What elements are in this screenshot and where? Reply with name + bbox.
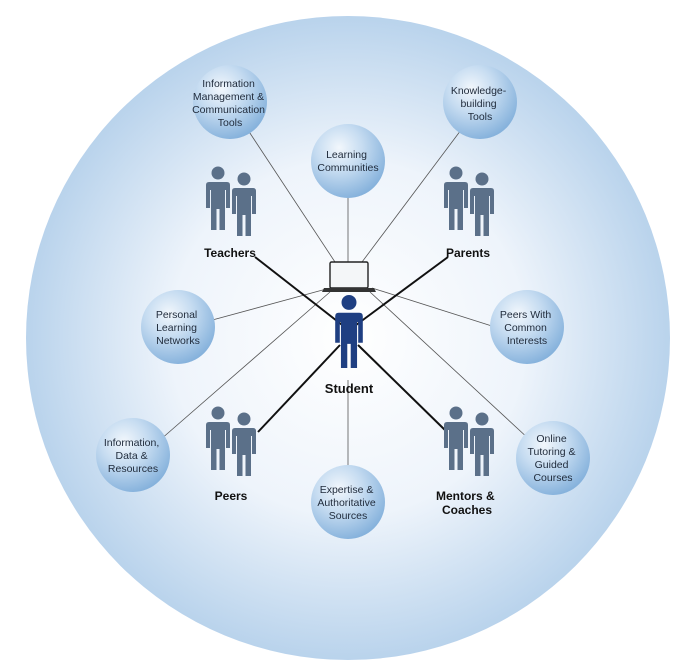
people-group-peers: Peers xyxy=(206,406,256,503)
resource-node-peers-interests: Peers With Common Interests xyxy=(490,290,564,364)
resource-node-knowledge: Knowledge- building Tools xyxy=(443,65,517,139)
resource-node-label: Peers With Common Interests xyxy=(500,309,554,347)
connector-parents xyxy=(351,256,449,329)
connector-info-data xyxy=(159,291,331,441)
connection-lines xyxy=(159,117,531,470)
resource-node-online-tutoring: Online Tutoring & Guided Courses xyxy=(516,421,590,495)
people-group-label: Mentors & Coaches xyxy=(436,489,498,517)
people-group-label: Teachers xyxy=(204,246,256,260)
resource-node-label: Online Tutoring & Guided Courses xyxy=(528,433,579,484)
connector-peers xyxy=(257,344,341,433)
connector-teachers xyxy=(254,256,347,329)
resource-node-label: Information Management & Communication T… xyxy=(192,78,268,129)
student-figure: Student xyxy=(325,294,374,396)
connector-online-tutoring xyxy=(369,291,531,441)
people-group-mentors: Mentors & Coaches xyxy=(436,406,498,517)
connector-info-mgmt xyxy=(239,117,336,263)
connector-personal-networks xyxy=(204,287,331,323)
people-group-parents: Parents xyxy=(444,166,494,260)
resource-node-learning-communities: Learning Communities xyxy=(311,124,385,198)
connector-peers-interests xyxy=(371,287,496,328)
resource-node-label: Personal Learning Networks xyxy=(156,309,200,347)
resource-node-expertise: Expertise & Authoritative Sources xyxy=(311,465,385,539)
people-group-teachers: Teachers xyxy=(204,166,256,260)
connector-mentors xyxy=(357,344,448,433)
resource-node-info-mgmt: Information Management & Communication T… xyxy=(192,65,268,139)
people-group-label: Parents xyxy=(446,246,490,260)
laptop-icon xyxy=(322,261,376,292)
resource-node-label: Expertise & Authoritative Sources xyxy=(317,484,378,522)
resource-node-personal-networks: Personal Learning Networks xyxy=(141,290,215,364)
connector-knowledge xyxy=(361,117,471,263)
resource-node-label: Information, Data & Resources xyxy=(104,437,162,475)
resource-node-label: Learning Communities xyxy=(317,149,378,174)
people-group-label: Peers xyxy=(215,489,248,503)
student-label: Student xyxy=(325,381,374,396)
resource-node-label: Knowledge- building Tools xyxy=(451,85,509,123)
resource-node-info-data: Information, Data & Resources xyxy=(96,418,170,492)
